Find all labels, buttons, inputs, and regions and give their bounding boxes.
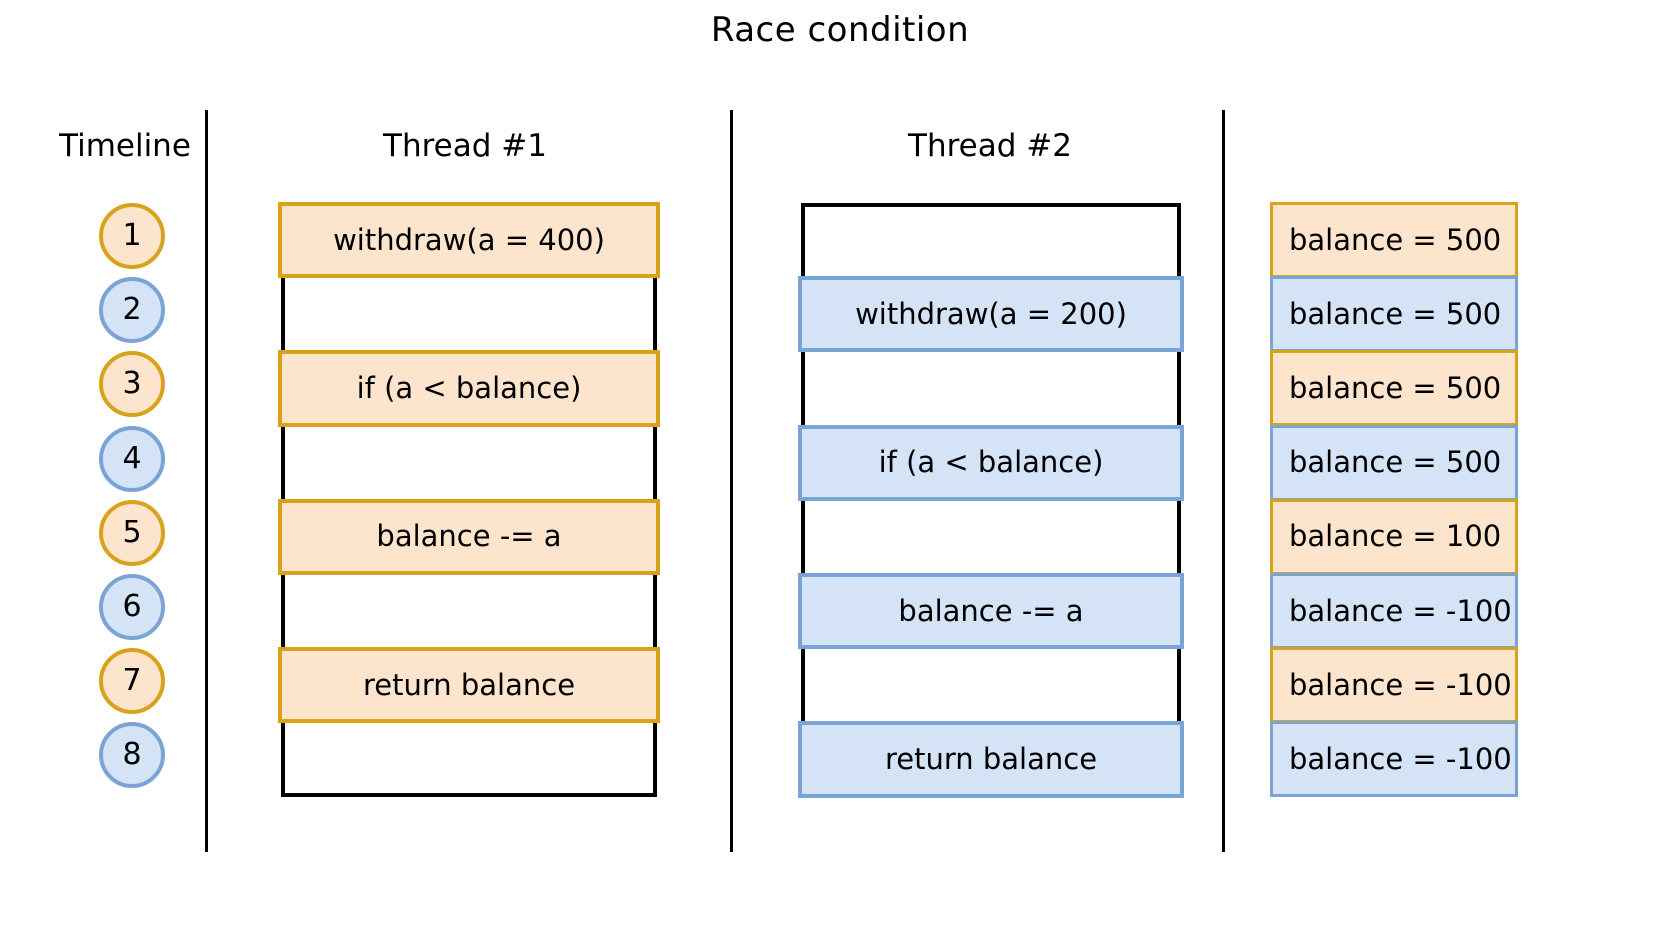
timeline-step-label: 7 (122, 663, 142, 699)
thread1-step-1: withdraw(a = 400) (278, 202, 660, 279)
thread2-step-3 (798, 350, 1184, 426)
operation-label: if (a < balance) (878, 445, 1104, 480)
operation-label: balance -= a (376, 519, 562, 554)
divider-line-thread2 (1222, 110, 1225, 852)
balance-label: balance = 500 (1289, 445, 1502, 480)
thread1-step-2 (278, 276, 660, 352)
operation-label: withdraw(a = 400) (333, 222, 605, 257)
balance-label: balance = -100 (1289, 741, 1512, 776)
timeline-step-7: 7 (99, 648, 165, 715)
balance-step-8: balance = -100 (1270, 721, 1518, 798)
timeline-step-label: 8 (122, 737, 142, 773)
operation-label: return balance (362, 667, 576, 702)
timeline-step-8: 8 (99, 722, 165, 789)
thread1-step-6 (278, 573, 660, 649)
operation-label: withdraw(a = 200) (855, 296, 1127, 331)
timeline-step-label: 5 (122, 514, 142, 550)
thread1-step-7: return balance (278, 647, 660, 724)
balance-label: balance = -100 (1289, 593, 1512, 628)
balance-label: balance = 100 (1289, 519, 1502, 554)
operation-label: if (a < balance) (356, 370, 582, 405)
timeline-step-4: 4 (99, 425, 165, 492)
balance-step-2: balance = 500 (1270, 276, 1518, 353)
timeline-step-label: 6 (122, 589, 142, 624)
balance-label: balance = 500 (1289, 222, 1502, 257)
balance-step-4: balance = 500 (1270, 424, 1518, 501)
column-header-timeline: Timeline (59, 128, 191, 164)
balance-label: balance = -100 (1289, 667, 1512, 702)
timeline-step-3: 3 (99, 351, 165, 418)
divider-line-timeline (205, 110, 208, 852)
timeline-step-label: 2 (122, 292, 142, 328)
thread1-step-8 (278, 721, 660, 797)
timeline-step-2: 2 (99, 277, 165, 344)
timeline-step-label: 3 (122, 366, 142, 402)
thread2-step-6: balance -= a (798, 573, 1184, 650)
timeline-step-6: 6 (99, 574, 165, 640)
thread2-step-1 (798, 202, 1184, 278)
page-title: Race condition (710, 10, 970, 50)
thread2-step-8: return balance (798, 721, 1184, 798)
thread1-step-3: if (a < balance) (278, 350, 660, 427)
column-header-thread1: Thread #1 (383, 128, 547, 164)
divider-line-thread1 (730, 110, 733, 852)
balance-step-1: balance = 500 (1270, 202, 1518, 278)
thread2-step-4: if (a < balance) (798, 424, 1184, 501)
balance-step-3: balance = 500 (1270, 350, 1518, 427)
timeline-step-label: 4 (122, 440, 142, 476)
operation-label: return balance (884, 741, 1098, 776)
timeline-step-label: 1 (122, 218, 142, 253)
thread1-step-4 (278, 425, 660, 501)
timeline-step-5: 5 (99, 499, 165, 566)
balance-step-6: balance = -100 (1270, 573, 1518, 649)
balance-step-7: balance = -100 (1270, 647, 1518, 724)
column-header-thread2: Thread #2 (908, 128, 1072, 164)
balance-step-5: balance = 100 (1270, 498, 1518, 575)
timeline-step-1: 1 (99, 203, 165, 269)
thread2-step-2: withdraw(a = 200) (798, 276, 1184, 353)
operation-label: balance -= a (898, 593, 1084, 628)
balance-label: balance = 500 (1289, 370, 1502, 405)
thread1-step-5: balance -= a (278, 498, 660, 575)
balance-label: balance = 500 (1289, 296, 1502, 331)
thread2-step-7 (798, 647, 1184, 723)
thread2-step-5 (798, 499, 1184, 575)
